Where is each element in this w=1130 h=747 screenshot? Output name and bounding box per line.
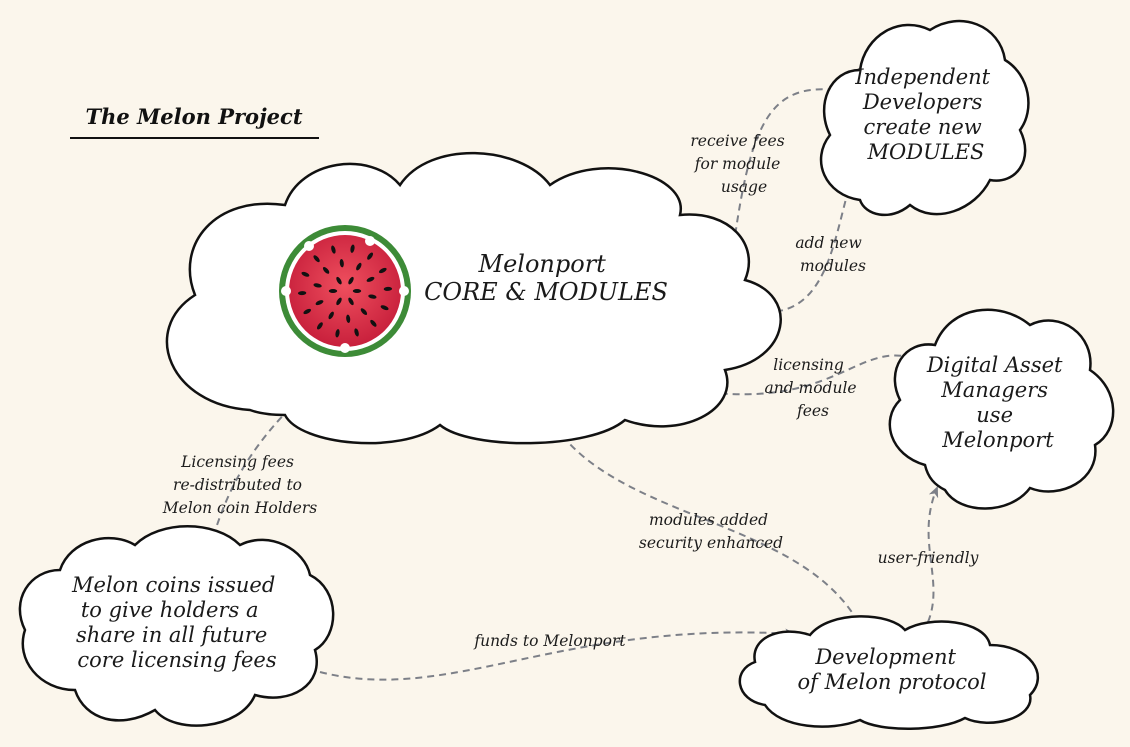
melon-seed [303, 308, 312, 315]
developers-cloud [819, 19, 1030, 217]
label-add-modules: add new modules [795, 234, 866, 275]
melon-seed [339, 259, 344, 268]
label-funds: funds to Melonport [473, 632, 626, 650]
melon-seed [366, 276, 375, 282]
melon-seed [335, 329, 340, 338]
managers-cloud [888, 308, 1115, 510]
melon-seed [313, 283, 322, 288]
melon-seed [328, 289, 338, 293]
label-user-friendly: user-friendly [878, 549, 979, 567]
label-modules-added: modules added security enhanced [639, 511, 783, 552]
watermelon-logo-icon [279, 225, 411, 357]
coins-cloud [18, 525, 335, 727]
arrow-funds [319, 628, 796, 681]
project-title: The Melon Project [70, 104, 319, 139]
development-label: Development of Melon protocol [798, 645, 987, 694]
melon-seed [383, 286, 393, 291]
melon-seed [336, 297, 342, 306]
melon-seed [360, 308, 368, 315]
melon-seed [331, 245, 336, 254]
development-cloud [738, 615, 1040, 730]
melon-seed [354, 328, 359, 337]
melon-seed [348, 297, 354, 306]
arrow-receive-fees [731, 84, 845, 259]
melon-seed [352, 289, 362, 293]
arrows [210, 84, 939, 681]
melon-seed [367, 252, 374, 260]
melon-seed [336, 276, 342, 285]
melon-seed [350, 244, 355, 253]
developers-label: Independent Developers create new MODULE… [854, 65, 997, 164]
arrow-modules-added [554, 425, 859, 623]
melon-seed [356, 262, 362, 271]
melon-seed [378, 267, 387, 274]
arrow-user-friendly [927, 486, 939, 623]
label-receive-fees: receive fees for module usage [690, 132, 789, 196]
melon-seed [348, 276, 354, 285]
melon-seed [322, 267, 330, 274]
managers-label: Digital Asset Managers use Melonport [926, 353, 1069, 452]
melon-seed [316, 322, 323, 330]
melon-seed [297, 291, 307, 296]
coins-label: Melon coins issued to give holders a sha… [71, 573, 282, 672]
melon-seed [380, 305, 389, 311]
melon-seed [328, 311, 334, 320]
svg-text:The Melon Project: The Melon Project [85, 104, 302, 129]
core-cloud [165, 151, 782, 445]
melon-seed [313, 255, 320, 263]
label-licensing-module-fees: licensing and module fees [764, 356, 861, 420]
melon-seed [370, 319, 377, 327]
arrow-licensing-redistributed [210, 407, 291, 542]
core-label: Melonport CORE & MODULES [424, 250, 668, 306]
label-licensing-redistributed: Licensing fees re-distributed to Melon c… [162, 453, 317, 517]
melon-seed [315, 300, 324, 306]
melon-seed [301, 271, 310, 277]
melon-seed [368, 294, 377, 299]
melon-seed [346, 314, 351, 323]
arrow-add-modules [768, 177, 853, 317]
